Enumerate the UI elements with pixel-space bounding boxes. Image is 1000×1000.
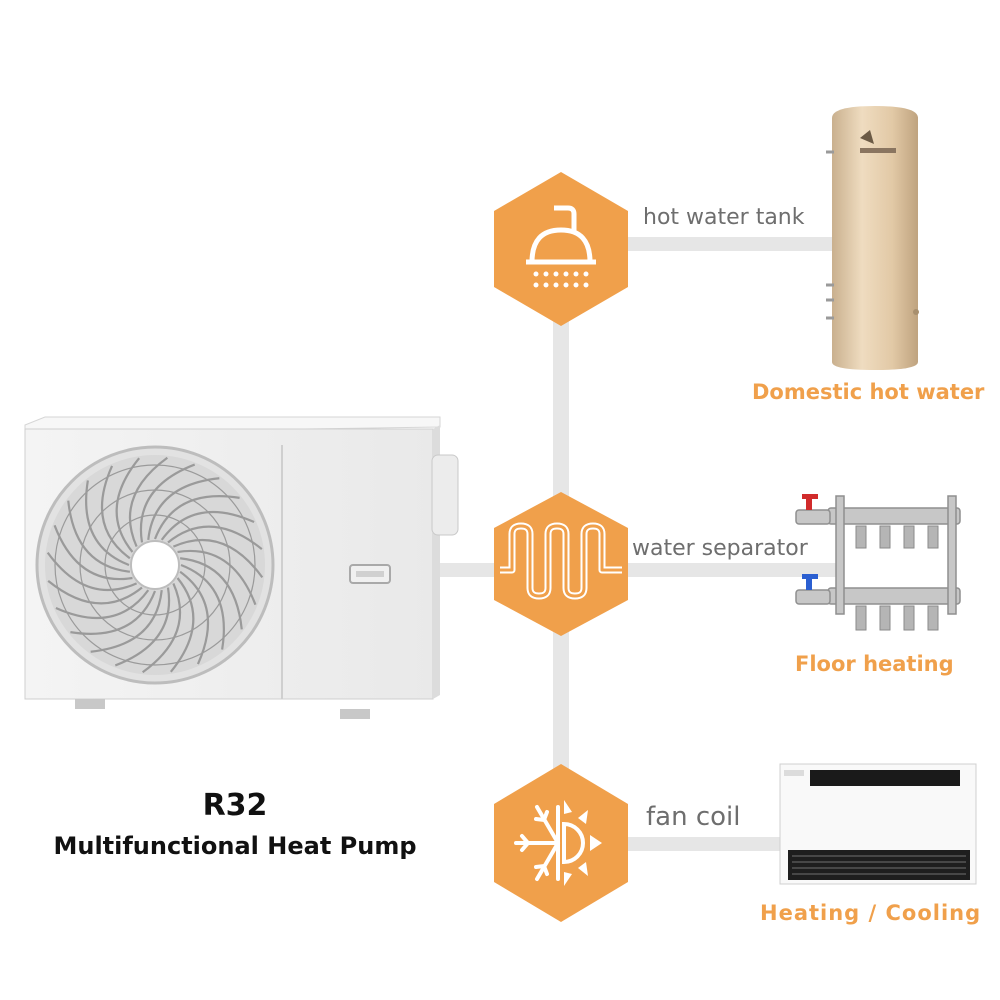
caption-domestic-hot-water: Domestic hot water: [752, 380, 985, 404]
caption-floor-heating: Floor heating: [795, 652, 954, 676]
shower-icon: [526, 205, 596, 265]
heat-pump-unit: [20, 415, 470, 720]
label-hot-water-tank: hot water tank: [643, 205, 805, 230]
label-fan-coil: fan coil: [646, 802, 741, 832]
hex-heating-cooling: [492, 762, 630, 924]
pipe-to-fan-coil: [625, 837, 785, 851]
hot-water-tank-image: [818, 100, 933, 372]
refrigerant-title: R32: [202, 788, 268, 823]
water-separator-image: [790, 488, 970, 638]
pipe-to-hot-water-tank: [625, 237, 840, 251]
pipe-heat-pump-to-separator: [440, 563, 500, 577]
fan-coil-image: [778, 762, 978, 887]
label-water-separator: water separator: [632, 536, 808, 561]
pipe-to-water-separator: [625, 563, 840, 577]
caption-heating-cooling: Heating / Cooling: [760, 901, 982, 925]
hex-hot-water: [492, 170, 630, 328]
product-name: Multifunctional Heat Pump: [53, 832, 417, 860]
hex-floor-heating: [492, 490, 630, 638]
snow-sun-icon: [514, 800, 602, 886]
